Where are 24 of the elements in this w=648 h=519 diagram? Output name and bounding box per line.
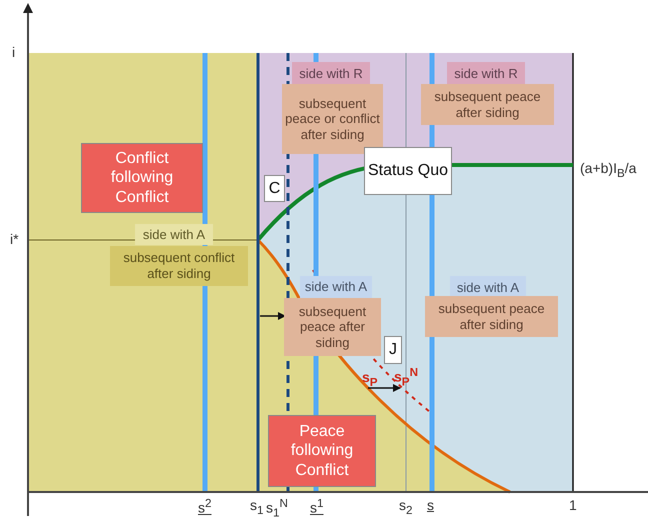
region-tag: subsequent peace after siding [425,296,558,337]
marker-box: C [264,175,285,202]
axis-label: i* [10,231,19,247]
curve-label: (a+b)I$_{B}$/a [580,160,636,180]
region-tag: side with R [292,62,370,85]
region-tag: subsequent peace or conflict after siding [282,84,383,154]
axis-label: i [12,44,16,60]
axis-tick-label: s [427,497,434,513]
region-tag: side with A [135,224,213,245]
axis-tick-label: s$^{2}$ [198,497,212,516]
axis-tick-label: s$_{1}$ [250,497,264,517]
marker-box: Status Quo [364,147,452,195]
region-box: Peace following Conflict [268,415,376,487]
region-tag: side with A [300,276,372,298]
curve-label: s$_{P}$ [362,369,378,389]
region-tag: subsequent peace after siding [284,298,381,356]
axis-tick-label: s$^{1}$ [310,497,324,516]
region-box: Conflict following Conflict [81,143,203,213]
region-tag: side with R [447,62,525,85]
axis-tick-label: s$_{2}$ [399,497,412,517]
marker-box: J [384,336,402,364]
region-tag: subsequent conflict after siding [110,246,248,286]
region-tag: subsequent peace after siding [421,84,554,125]
axis-tick-label: 1 [569,497,577,513]
